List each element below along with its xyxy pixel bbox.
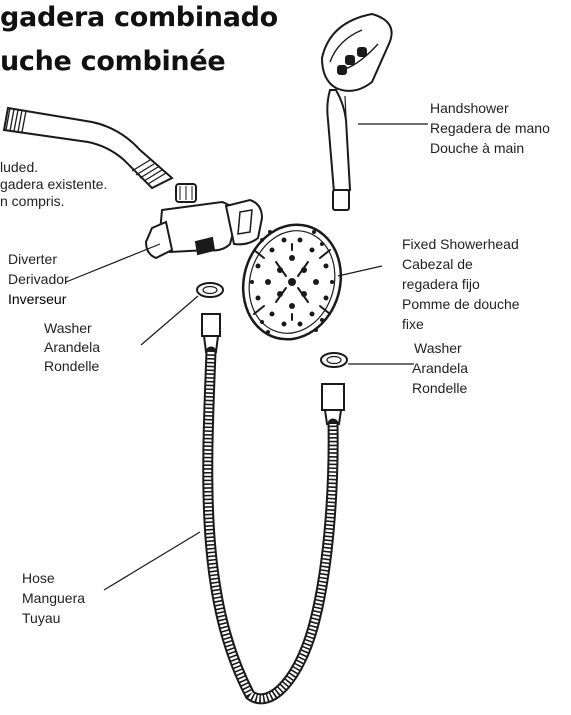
note-line-1: luded. <box>0 159 107 176</box>
diverter-label: Diverter Derivador Inverseur <box>8 249 69 309</box>
note-line-3: n compris. <box>0 193 107 210</box>
hose-label-fr: Tuyau <box>22 608 85 628</box>
diverter <box>146 184 262 258</box>
title-line-1: gadera combinado <box>0 2 278 33</box>
hose <box>202 314 344 699</box>
fixed-showerhead-label-fr-2: fixe <box>402 314 520 334</box>
washer-left-label-es: Arandela <box>44 338 100 357</box>
washer-left-label: Washer Arandela Rondelle <box>44 319 100 376</box>
washer-left <box>197 283 223 297</box>
diverter-label-fr: Inverseur <box>8 289 69 309</box>
fixed-showerhead-label-fr-1: Pomme de douche <box>402 294 520 314</box>
washer-left-label-fr: Rondelle <box>44 357 100 376</box>
fixed-showerhead-label-es-1: Cabezal de <box>402 254 520 274</box>
hose-label: Hose Manguera Tuyau <box>22 568 85 628</box>
handshower-label: Handshower Regadera de mano Douche à mai… <box>430 98 550 158</box>
washer-right <box>321 353 347 367</box>
fixed-showerhead-label: Fixed Showerhead Cabezal de regadera fij… <box>402 234 520 334</box>
fixed-showerhead-label-en: Fixed Showerhead <box>402 234 520 254</box>
diverter-label-en: Diverter <box>8 249 69 269</box>
washer-right-label-en: Washer <box>412 338 468 358</box>
leader-lines <box>66 124 428 590</box>
note-text: luded. gadera existente. n compris. <box>0 159 107 210</box>
washer-right-label-fr: Rondelle <box>412 378 468 398</box>
fixed-showerhead-label-es-2: regadera fijo <box>402 274 520 294</box>
hose-label-es: Manguera <box>22 588 85 608</box>
diverter-label-es: Derivador <box>8 269 69 289</box>
handshower <box>322 14 392 210</box>
hose-label-en: Hose <box>22 568 85 588</box>
note-line-2: gadera existente. <box>0 176 107 193</box>
title-line-2: uche combinée <box>0 46 225 77</box>
washer-left-label-en: Washer <box>44 319 100 338</box>
handshower-label-es: Regadera de mano <box>430 118 550 138</box>
washer-right-label-es: Arandela <box>412 358 468 378</box>
handshower-label-en: Handshower <box>430 98 550 118</box>
handshower-label-fr: Douche à main <box>430 138 550 158</box>
washer-right-label: Washer Arandela Rondelle <box>412 338 468 398</box>
